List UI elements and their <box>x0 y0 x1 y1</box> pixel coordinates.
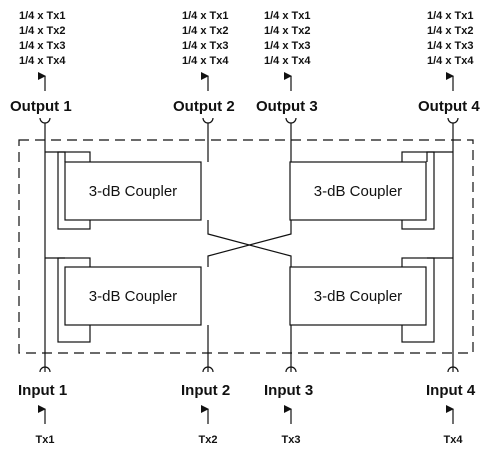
output-1-label: Output 1 <box>10 98 72 115</box>
input-4-label: Input 4 <box>426 382 476 399</box>
output-2-label: Output 2 <box>173 98 235 115</box>
output-4-line-4: 1/4 x Tx4 <box>427 55 474 67</box>
output-3-signals: 1/4 x Tx1 1/4 x Tx2 1/4 x Tx3 1/4 x Tx4 <box>264 10 311 67</box>
input-2-port <box>202 366 214 373</box>
input-1-port <box>39 366 51 373</box>
input-1-signal: Tx1 <box>36 434 55 446</box>
output-2-line-3: 1/4 x Tx3 <box>182 40 228 52</box>
output-3-label: Output 3 <box>256 98 318 115</box>
input-3-signal: Tx3 <box>282 434 301 446</box>
output-3-line-3: 1/4 x Tx3 <box>264 40 310 52</box>
input-4-signal: Tx4 <box>444 434 464 446</box>
output-3-port <box>285 117 297 124</box>
input-1-label: Input 1 <box>18 382 67 399</box>
coupler-top-right-label: 3-dB Coupler <box>314 183 402 200</box>
input-2-label: Input 2 <box>181 382 230 399</box>
output-2-line-1: 1/4 x Tx1 <box>182 10 228 22</box>
coupler-bottom-right-label: 3-dB Coupler <box>314 288 402 305</box>
input-4-port <box>447 366 459 373</box>
cross-link-a <box>207 220 292 267</box>
right-top-link <box>426 151 453 162</box>
output-4-line-3: 1/4 x Tx3 <box>427 40 473 52</box>
left-top-link <box>45 151 66 162</box>
output-1-line-3: 1/4 x Tx3 <box>19 40 65 52</box>
output-1-line-2: 1/4 x Tx2 <box>19 25 65 37</box>
output-3-line-2: 1/4 x Tx2 <box>264 25 310 37</box>
output-2-line-4: 1/4 x Tx4 <box>182 55 229 67</box>
coupler-bottom-left-label: 3-dB Coupler <box>89 288 177 305</box>
coupler-bottom-left: 3-dB Coupler <box>64 266 202 326</box>
input-3-label: Input 3 <box>264 382 313 399</box>
coupler-top-left: 3-dB Coupler <box>64 161 202 221</box>
output-2-line-2: 1/4 x Tx2 <box>182 25 228 37</box>
coupler-bottom-right: 3-dB Coupler <box>289 266 427 326</box>
output-3-line-4: 1/4 x Tx4 <box>264 55 311 67</box>
coupler-top-left-label: 3-dB Coupler <box>89 183 177 200</box>
output-2-signals: 1/4 x Tx1 1/4 x Tx2 1/4 x Tx3 1/4 x Tx4 <box>182 10 229 67</box>
output-1-line-1: 1/4 x Tx1 <box>19 10 65 22</box>
output-4-port <box>447 117 459 124</box>
cross-link-b <box>207 220 292 267</box>
output-4-line-1: 1/4 x Tx1 <box>427 10 473 22</box>
input-2-signal: Tx2 <box>199 434 218 446</box>
coupler-top-right: 3-dB Coupler <box>289 161 427 221</box>
output-1-port <box>39 117 51 124</box>
output-4-label: Output 4 <box>418 98 480 115</box>
combiner-enclosure <box>18 139 474 354</box>
input-3-port <box>285 366 297 373</box>
output-4-line-2: 1/4 x Tx2 <box>427 25 473 37</box>
output-1-line-4: 1/4 x Tx4 <box>19 55 66 67</box>
output-4-signals: 1/4 x Tx1 1/4 x Tx2 1/4 x Tx3 1/4 x Tx4 <box>427 10 474 67</box>
output-3-line-1: 1/4 x Tx1 <box>264 10 310 22</box>
output-2-port <box>202 117 214 124</box>
output-1-signals: 1/4 x Tx1 1/4 x Tx2 1/4 x Tx3 1/4 x Tx4 <box>19 10 66 67</box>
